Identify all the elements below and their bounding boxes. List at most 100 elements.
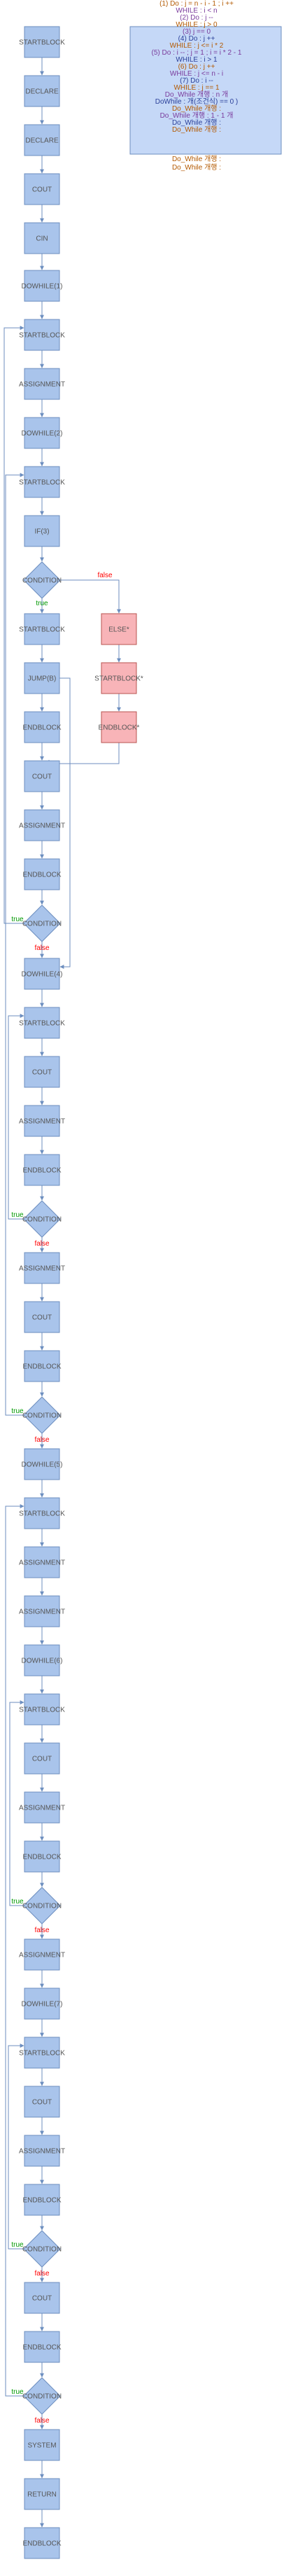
node-box — [24, 124, 60, 156]
edge-label-true: true — [11, 1407, 24, 1415]
flow-node-cout[interactable]: COUT — [24, 760, 60, 792]
flow-node-cout[interactable]: COUT — [24, 1056, 60, 1088]
flow-node-startblock[interactable]: STARTBLOCK — [19, 1007, 65, 1039]
note-line: WHILE : j == 1 — [173, 84, 219, 92]
flow-node-if-3[interactable]: IF(3) — [24, 515, 60, 547]
flow-node-startblock[interactable]: STARTBLOCK — [19, 319, 65, 351]
node-label: CONDITION — [22, 1903, 62, 1910]
node-label: ASSIGNMENT — [19, 1952, 65, 1959]
flow-node-startblock[interactable]: STARTBLOCK — [19, 1497, 65, 1529]
edge-label-false: false — [34, 2270, 50, 2278]
flow-node-endblock[interactable]: ENDBLOCK — [22, 2184, 62, 2216]
node-box — [101, 662, 137, 694]
flow-node-startblock[interactable]: STARTBLOCK — [19, 613, 65, 645]
flow-node-assignment[interactable]: ASSIGNMENT — [19, 1105, 65, 1137]
note-after-line: Do_While 개행 : — [172, 155, 221, 163]
node-label: DOWHILE(5) — [22, 1461, 63, 1469]
flow-node-assignment[interactable]: ASSIGNMENT — [19, 1938, 65, 1971]
node-label: COUT — [32, 1756, 52, 1763]
flow-node-assignment[interactable]: ASSIGNMENT — [19, 1595, 65, 1627]
node-box — [24, 2478, 60, 2510]
flow-node-assignment[interactable]: ASSIGNMENT — [19, 809, 65, 841]
node-box — [24, 270, 60, 302]
node-box — [24, 1154, 60, 1186]
flow-node-assignment[interactable]: ASSIGNMENT — [19, 1252, 65, 1284]
node-box — [24, 1448, 60, 1480]
node-label: STARTBLOCK — [19, 1020, 65, 1028]
flow-node-endblock[interactable]: ENDBLOCK — [22, 1154, 62, 1186]
node-box — [24, 417, 60, 449]
node-label: ENDBLOCK — [22, 724, 61, 732]
flow-node-declare[interactable]: DECLARE — [24, 75, 60, 107]
condition-node[interactable]: CONDITION — [22, 561, 62, 599]
note-box — [129, 26, 282, 155]
node-label: CONDITION — [22, 2246, 62, 2254]
node-label: ASSIGNMENT — [19, 2148, 65, 2156]
node-label: ASSIGNMENT — [19, 1559, 65, 1567]
flow-node-assignment[interactable]: ASSIGNMENT — [19, 368, 65, 400]
flow-node-else[interactable]: ELSE* — [101, 613, 137, 645]
node-label: STARTBLOCK — [19, 626, 65, 634]
flow-node-dowhile-6[interactable]: DOWHILE(6) — [22, 1644, 63, 1676]
node-label: ENDBLOCK — [22, 1854, 61, 1861]
flow-node-startblock[interactable]: STARTBLOCK — [19, 466, 65, 498]
node-box — [24, 1742, 60, 1775]
flow-node-cout[interactable]: COUT — [24, 173, 60, 205]
flow-node-endblock[interactable]: ENDBLOCK — [22, 858, 62, 890]
note-line: Do_While 개행 : — [172, 104, 221, 113]
flow-node-cin[interactable]: CIN — [24, 222, 60, 254]
flow-node-return[interactable]: RETURN — [24, 2478, 60, 2510]
flow-node-dowhile-4[interactable]: DOWHILE(4) — [22, 958, 63, 990]
flow-node-jump-b[interactable]: JUMP(B) — [24, 662, 60, 694]
node-label: ENDBLOCK — [22, 2344, 61, 2352]
flow-node-endblock[interactable]: ENDBLOCK — [22, 1840, 62, 1873]
flow-node-declare[interactable]: DECLARE — [24, 124, 60, 156]
flow-node-endblock[interactable]: ENDBLOCK — [22, 1350, 62, 1382]
condition-node[interactable]: CONDITION — [22, 2377, 62, 2415]
node-box — [24, 173, 60, 205]
flow-node-dowhile-1[interactable]: DOWHILE(1) — [22, 270, 63, 302]
note-line: WHILE : i < n — [176, 7, 217, 15]
condition-node[interactable]: CONDITION — [22, 2230, 62, 2268]
note-line: Do_While 개행 : 1 - 1 개 — [160, 111, 234, 120]
node-label: JUMP(B) — [28, 675, 57, 683]
edge-loop-back — [8, 2044, 24, 2250]
flow-node-cout[interactable]: COUT — [24, 2282, 60, 2314]
condition-node[interactable]: CONDITION — [22, 1200, 62, 1238]
flow-node-cout[interactable]: COUT — [24, 1742, 60, 1775]
condition-node[interactable]: CONDITION — [22, 904, 62, 942]
flow-node-startblock[interactable]: STARTBLOCK — [19, 26, 65, 58]
flow-node-startblock[interactable]: STARTBLOCK* — [94, 662, 143, 694]
condition-node[interactable]: CONDITION — [22, 1887, 62, 1924]
condition-diamond — [23, 2377, 61, 2415]
node-box — [24, 319, 60, 351]
flow-node-system[interactable]: SYSTEM — [24, 2429, 60, 2461]
flow-node-startblock[interactable]: STARTBLOCK — [19, 2037, 65, 2069]
flow-node-assignment[interactable]: ASSIGNMENT — [19, 2135, 65, 2167]
node-box — [24, 75, 60, 107]
node-box — [24, 662, 60, 694]
flow-node-endblock[interactable]: ENDBLOCK* — [99, 711, 140, 743]
node-box — [24, 1350, 60, 1382]
edge-label-false: false — [34, 1927, 50, 1934]
flow-node-dowhile-2[interactable]: DOWHILE(2) — [22, 417, 63, 449]
node-box — [24, 2135, 60, 2167]
node-label: STARTBLOCK — [19, 2050, 65, 2058]
node-label: CONDITION — [22, 577, 62, 585]
node-label: ENDBLOCK — [22, 1363, 61, 1371]
flow-node-startblock[interactable]: STARTBLOCK — [19, 1693, 65, 1726]
node-box — [101, 613, 137, 645]
flow-node-endblock[interactable]: ENDBLOCK — [22, 2527, 62, 2559]
edge-jump — [59, 677, 71, 969]
flow-node-endblock[interactable]: ENDBLOCK — [22, 2331, 62, 2363]
condition-node[interactable]: CONDITION — [22, 1396, 62, 1434]
flow-node-assignment[interactable]: ASSIGNMENT — [19, 1791, 65, 1824]
edge-label-true: true — [11, 2388, 24, 2396]
node-label: STARTBLOCK — [19, 1707, 65, 1714]
flow-node-assignment[interactable]: ASSIGNMENT — [19, 1546, 65, 1578]
flow-node-cout[interactable]: COUT — [24, 1301, 60, 1333]
flow-node-cout[interactable]: COUT — [24, 2086, 60, 2118]
flow-node-dowhile-7[interactable]: DOWHILE(7) — [22, 1988, 63, 2020]
flow-node-dowhile-5[interactable]: DOWHILE(5) — [22, 1448, 63, 1480]
flow-node-endblock[interactable]: ENDBLOCK — [22, 711, 62, 743]
